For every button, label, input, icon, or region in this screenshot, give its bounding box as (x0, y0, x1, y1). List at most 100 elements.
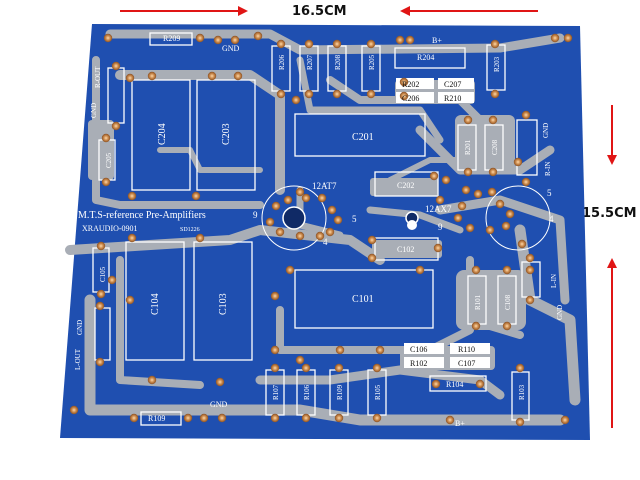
solder-pad (395, 35, 405, 45)
solder-pad (515, 363, 525, 373)
solder-pad (405, 35, 415, 45)
label-c207: C207 (444, 80, 461, 89)
label-r210: R210 (444, 94, 461, 103)
label-c208: C208 (491, 139, 499, 155)
solder-pad (457, 201, 467, 211)
label-tube-12at7: 12AT7 (312, 181, 337, 191)
solder-pad (517, 239, 527, 249)
solder-pad (276, 39, 286, 49)
solder-pad (215, 377, 225, 387)
solder-pad (304, 39, 314, 49)
solder-pad (471, 321, 481, 331)
label-r-in: R-IN (544, 162, 552, 176)
label-pin4-right: 4 (549, 214, 554, 224)
solder-pad (295, 355, 305, 365)
tube-sockets (261, 185, 551, 251)
solder-pad (375, 345, 385, 355)
solder-pad (199, 413, 209, 423)
component-label-boxes (396, 78, 490, 368)
solder-pad (147, 375, 157, 385)
solder-pad (515, 417, 525, 427)
label-bplus-top: B+ (432, 36, 442, 45)
label-pin5-right: 5 (547, 188, 552, 198)
label-c205: C205 (105, 152, 113, 168)
label-r109-bottom: R109 (148, 414, 165, 423)
solder-pad (285, 265, 295, 275)
width-arrow-right-head (238, 6, 248, 16)
label-pin9-right: 9 (438, 222, 443, 232)
solder-pad (366, 39, 376, 49)
solder-pad (463, 167, 473, 177)
solder-pads (69, 31, 573, 427)
label-c204: C204 (157, 123, 168, 145)
solder-pad (301, 363, 311, 373)
label-l-out: L-OUT (74, 348, 82, 370)
solder-pad (487, 187, 497, 197)
label-c101: C101 (352, 294, 374, 305)
height-arrow-top-line (611, 105, 613, 160)
solder-pad (283, 195, 293, 205)
width-arrow-right-line (408, 10, 538, 12)
label-r107: R107 (272, 384, 280, 400)
silkscreen-text: R209 GND B+ R206 R207 R208 R205 R204 R20… (74, 34, 564, 428)
solder-pad (485, 225, 495, 235)
label-pin9-left: 9 (253, 210, 258, 220)
label-c206: C206 (402, 94, 419, 103)
solder-pad (207, 71, 217, 81)
solder-pad (295, 231, 305, 241)
solder-pad (372, 363, 382, 373)
label-r106: R106 (303, 384, 311, 400)
label-r207: R207 (306, 54, 314, 70)
solder-pad (127, 233, 137, 243)
solder-pad (183, 413, 193, 423)
solder-pad (96, 289, 106, 299)
width-dimension-label: 16.5CM (292, 4, 347, 19)
label-c103: C103 (218, 293, 229, 315)
label-pin5-left: 5 (352, 214, 357, 224)
label-c202: C202 (397, 181, 414, 190)
solder-pad (490, 89, 500, 99)
solder-pad (445, 415, 455, 425)
label-r205: R205 (368, 54, 376, 70)
solder-pad (270, 345, 280, 355)
solder-pad (129, 413, 139, 423)
label-r110: R110 (458, 345, 475, 354)
solder-pad (367, 253, 377, 263)
label-r109-vertical: R109 (336, 384, 344, 400)
solder-pad (101, 177, 111, 187)
solder-pad (461, 185, 471, 195)
label-bplus-bottom: B+ (455, 419, 465, 428)
solder-pad (502, 265, 512, 275)
solder-pad (295, 187, 305, 197)
solder-pad (525, 295, 535, 305)
label-r209: R209 (163, 34, 180, 43)
label-gnd-right-bottom: GND (556, 305, 564, 320)
solder-pad (333, 215, 343, 225)
solder-pad (125, 73, 135, 83)
solder-pad (95, 357, 105, 367)
label-c108: C108 (504, 294, 512, 310)
solder-pad (111, 61, 121, 71)
width-arrow-left-head (400, 6, 410, 16)
solder-pad (433, 243, 443, 253)
solder-pad (525, 253, 535, 263)
solder-pad (334, 363, 344, 373)
height-arrow-down-head (607, 155, 617, 165)
solder-pad (253, 31, 263, 41)
solder-pad (334, 413, 344, 423)
solder-pad (233, 71, 243, 81)
solder-pad (325, 227, 335, 237)
solder-pad (327, 205, 337, 215)
label-r104: R104 (446, 380, 463, 389)
solder-pad (399, 77, 409, 87)
solder-pad (560, 415, 570, 425)
solder-pad (270, 363, 280, 373)
label-r101: R101 (474, 294, 482, 310)
label-r206: R206 (278, 54, 286, 70)
solder-pad (505, 209, 515, 219)
solder-pad (488, 167, 498, 177)
solder-pad (270, 413, 280, 423)
solder-pad (315, 231, 325, 241)
label-c102: C102 (397, 245, 414, 254)
